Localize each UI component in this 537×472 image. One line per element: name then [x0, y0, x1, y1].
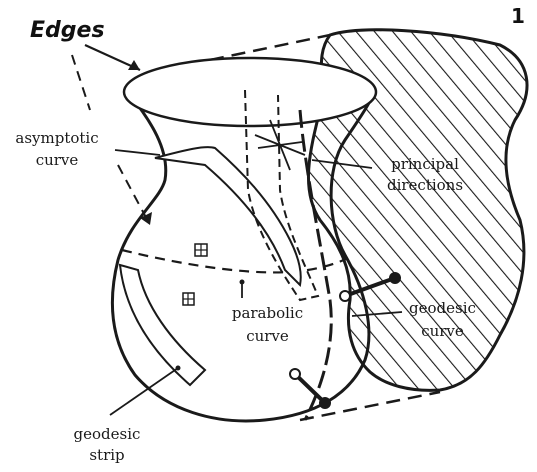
edges-label: Edges: [30, 18, 105, 43]
rod-ball-upper-right: [389, 272, 401, 284]
asymptotic-leader: [115, 150, 160, 155]
figure-number: 1: [511, 4, 525, 28]
geodesic-strip-leader: [110, 368, 178, 415]
top-edge-ellipse: [124, 58, 376, 126]
parabolic-curve-label: parabolic curve: [220, 305, 315, 345]
rod-ball-upper-left: [340, 291, 350, 301]
geodesic-strip-shape: [120, 265, 205, 385]
projection-line-top: [210, 35, 330, 60]
principal-directions-label: principal directions: [375, 156, 475, 194]
geodesic-curve-label: geodesic curve: [400, 300, 485, 340]
asymptotic-strip: [155, 147, 301, 285]
rod-ball-lower-right: [319, 397, 331, 409]
asymptotic-curve-label: asymptotic curve: [2, 130, 112, 169]
geodesic-strip-label: geodesic strip: [62, 426, 152, 464]
rod-ball-lower-left: [290, 369, 300, 379]
parabolic-curve-line: [122, 250, 348, 272]
